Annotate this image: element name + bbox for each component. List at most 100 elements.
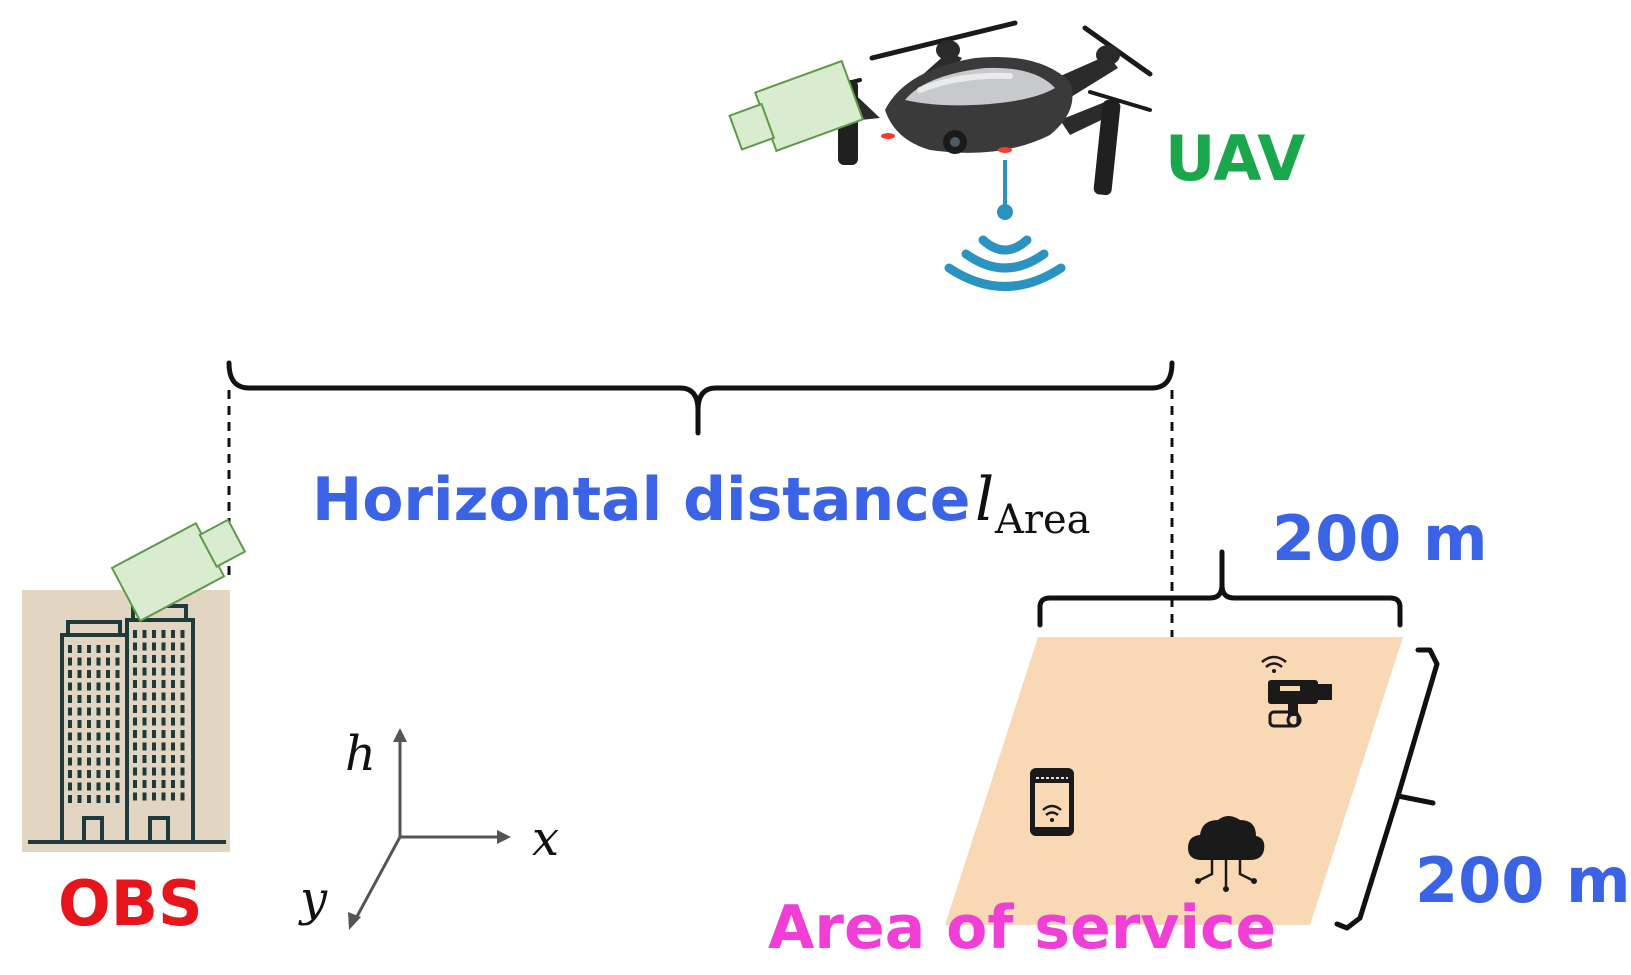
building-window: [96, 757, 101, 766]
service-area: [945, 637, 1403, 925]
building-window: [142, 655, 147, 663]
building-window: [161, 755, 166, 763]
axis-x-label: x: [532, 811, 559, 867]
building-window: [87, 720, 91, 728]
building-window: [180, 717, 185, 726]
building-window: [142, 680, 147, 688]
building-window: [142, 730, 147, 738]
smartphone-icon: [1030, 768, 1074, 836]
building-window: [152, 717, 156, 726]
building-window: [133, 667, 137, 676]
building-window: [180, 742, 185, 751]
building-window: [96, 745, 101, 753]
building-window: [152, 767, 156, 776]
building-window: [171, 642, 175, 651]
drone-icon: [798, 20, 1153, 196]
building-window: [115, 645, 120, 653]
building-window: [133, 655, 137, 663]
building-window: [171, 667, 175, 676]
depth-label: 200 m: [1415, 844, 1631, 917]
building-window: [68, 645, 72, 653]
building-window: [171, 742, 175, 751]
building-window: [87, 770, 91, 778]
building-window: [96, 670, 101, 678]
building-window: [180, 767, 185, 776]
building-window: [171, 692, 175, 701]
building-window: [87, 745, 91, 753]
building-window: [133, 767, 137, 776]
building-window: [77, 657, 82, 666]
building-window: [115, 720, 120, 728]
building-window: [77, 782, 82, 791]
building-window: [87, 707, 91, 716]
building-window: [152, 692, 156, 701]
building-icon: [28, 604, 226, 844]
obs-camera-icon: [110, 518, 247, 623]
building-window: [142, 767, 147, 776]
building-window: [106, 720, 110, 728]
building-window: [68, 707, 72, 716]
building-window: [161, 667, 166, 676]
building-window: [171, 780, 175, 788]
building-window: [96, 782, 101, 791]
building-window: [133, 755, 137, 763]
cloud-network-icon: [1188, 816, 1265, 892]
building-window: [106, 757, 110, 766]
building-window: [115, 732, 120, 741]
building-window: [77, 695, 82, 703]
building-window: [68, 657, 72, 666]
depth-brace: [1334, 647, 1440, 931]
building-window: [152, 780, 156, 788]
building-window: [68, 745, 72, 753]
building-windows: [68, 630, 185, 803]
building-window: [142, 667, 147, 676]
building-window: [77, 720, 82, 728]
building-window: [180, 655, 185, 663]
building-window: [87, 657, 91, 666]
building-window: [115, 757, 120, 766]
building-window: [152, 642, 156, 651]
building-window: [96, 657, 101, 666]
distance-text: Horizontal distance: [312, 465, 970, 535]
building-window: [87, 757, 91, 766]
building-window: [87, 795, 91, 803]
building-window: [152, 680, 156, 688]
building-window: [106, 770, 110, 778]
building-window: [96, 645, 101, 653]
building-window: [180, 630, 185, 638]
building-window: [142, 717, 147, 726]
building-window: [171, 792, 175, 801]
building-window: [77, 745, 82, 753]
uav-label: UAV: [1165, 122, 1305, 195]
building-window: [115, 795, 120, 803]
building-window: [68, 695, 72, 703]
building-window: [68, 682, 72, 691]
building-window: [180, 755, 185, 763]
building-window: [87, 682, 91, 691]
width-label: 200 m: [1272, 502, 1488, 575]
building-window: [180, 780, 185, 788]
building-window: [87, 670, 91, 678]
distance-label: Horizontal distance: [312, 465, 970, 535]
building-window: [77, 682, 82, 691]
building-window: [96, 720, 101, 728]
building-window: [180, 692, 185, 701]
width-brace: [1037, 549, 1403, 628]
building-window: [171, 705, 175, 713]
building-window: [96, 707, 101, 716]
building-window: [77, 795, 82, 803]
building-window: [87, 695, 91, 703]
axis-y-label: y: [298, 871, 328, 927]
building-window: [68, 670, 72, 678]
building-window: [106, 732, 110, 741]
building-window: [77, 770, 82, 778]
building-window: [161, 767, 166, 776]
building-window: [87, 732, 91, 741]
building-window: [115, 682, 120, 691]
building-window: [68, 770, 72, 778]
building-window: [171, 655, 175, 663]
building-window: [106, 670, 110, 678]
building-window: [171, 680, 175, 688]
building-window: [115, 770, 120, 778]
building-window: [133, 780, 137, 788]
